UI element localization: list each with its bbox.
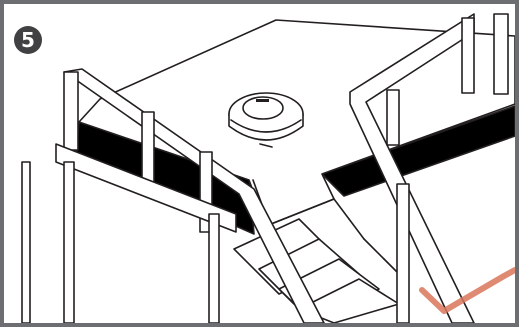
step-number-badge: 5 bbox=[14, 26, 42, 54]
staircase-scene bbox=[4, 4, 515, 323]
